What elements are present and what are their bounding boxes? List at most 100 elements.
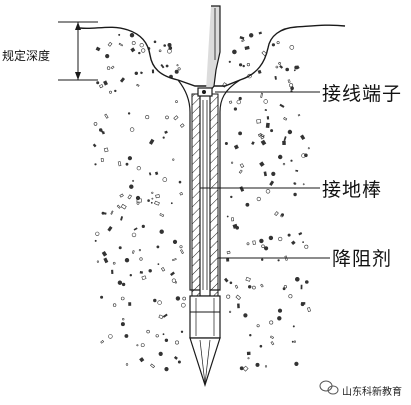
soil-speck — [277, 316, 282, 321]
soil-speck — [226, 294, 231, 299]
soil-speck — [100, 339, 105, 344]
soil-speck — [107, 226, 113, 232]
soil-speck — [177, 67, 181, 71]
soil-speck — [167, 42, 172, 47]
soil-speck — [121, 282, 126, 287]
soil-speck — [150, 201, 153, 204]
soil-speck — [110, 65, 115, 70]
soil-speck — [246, 242, 250, 246]
soil-speck — [131, 41, 136, 45]
soil-speck — [136, 198, 142, 203]
soil-speck — [265, 189, 271, 194]
soil-speck — [128, 302, 132, 306]
soil-speck — [155, 334, 159, 338]
soil-speck — [175, 100, 178, 103]
soil-speck — [249, 33, 254, 38]
soil-speck — [160, 63, 165, 69]
soil-speck — [304, 153, 308, 158]
soil-speck — [139, 71, 143, 75]
soil-speck — [159, 213, 165, 217]
soil-speck — [293, 192, 297, 197]
soil-speck — [307, 147, 310, 150]
soil-speck — [293, 69, 296, 72]
soil-speck — [118, 246, 122, 250]
soil-speck — [117, 280, 123, 285]
soil-speck — [236, 99, 242, 105]
soil-speck — [179, 191, 183, 196]
soil-speck — [256, 324, 260, 328]
soil-speck — [170, 271, 175, 277]
soil-speck — [125, 363, 129, 366]
soil-speck — [130, 47, 136, 53]
soil-speck — [174, 69, 179, 74]
soil-speck — [134, 71, 139, 76]
soil-speck — [307, 307, 311, 312]
soil-speck — [263, 99, 268, 104]
soil-speck — [279, 103, 285, 108]
soil-speck — [274, 75, 277, 80]
soil-speck — [278, 61, 282, 65]
soil-speck — [233, 107, 237, 111]
ground-rod — [199, 93, 211, 297]
soil-speck — [164, 367, 169, 372]
label-terminal: 接线端子 — [322, 83, 403, 105]
soil-speck — [283, 136, 287, 142]
soil-speck — [140, 343, 145, 348]
soil-speck — [103, 257, 109, 264]
soil-speck — [238, 169, 243, 174]
soil-speck — [139, 43, 144, 48]
soil-speck — [132, 179, 135, 182]
soil-speck — [146, 329, 150, 334]
soil-speck — [295, 169, 299, 172]
soil-speck — [259, 133, 265, 138]
soil-speck — [239, 36, 245, 40]
soil-speck — [231, 217, 235, 222]
soil-speck — [120, 216, 124, 221]
depth-dimension — [58, 21, 98, 81]
soil-speck — [252, 240, 256, 245]
soil-speck — [226, 250, 231, 255]
soil-speck — [259, 238, 264, 244]
soil-speck — [117, 161, 122, 167]
soil-speck — [127, 194, 133, 200]
soil-speck — [141, 224, 145, 228]
soil-speck — [129, 274, 133, 277]
soil-speck — [94, 239, 97, 242]
soil-speck — [93, 122, 98, 126]
soil-speck — [235, 294, 242, 301]
soil-speck — [277, 259, 280, 262]
soil-speck — [285, 67, 290, 72]
soil-speck — [234, 284, 239, 289]
soil-speck — [242, 64, 245, 68]
soil-speck — [141, 275, 147, 281]
soil-speck — [131, 232, 137, 238]
soil-speck — [302, 241, 305, 244]
soil-speck — [114, 89, 117, 93]
soil-speck — [249, 334, 252, 337]
soil-speck — [148, 269, 152, 273]
soil-speck — [256, 119, 262, 124]
soil-speck — [294, 65, 299, 70]
soil-speck — [104, 113, 109, 119]
label-depth: 规定深度 — [2, 49, 51, 63]
soil-speck — [101, 211, 105, 215]
soil-speck — [124, 334, 129, 338]
soil-speck — [243, 313, 248, 318]
soil-speck — [96, 81, 100, 85]
soil-speck — [263, 171, 267, 177]
soil-speck — [292, 325, 295, 328]
soil-speck — [248, 285, 252, 289]
soil-speck — [251, 141, 255, 146]
soil-speck — [100, 295, 104, 299]
soil-speck — [266, 116, 270, 120]
soil-speck — [259, 161, 265, 167]
label-compound: 降阻剂 — [332, 248, 393, 270]
soil-speck — [120, 203, 127, 210]
soil-speck — [172, 158, 175, 161]
soil-speck — [125, 162, 129, 166]
soil-speck — [167, 48, 172, 54]
soil-speck — [287, 233, 291, 237]
soil-speck — [96, 260, 99, 263]
